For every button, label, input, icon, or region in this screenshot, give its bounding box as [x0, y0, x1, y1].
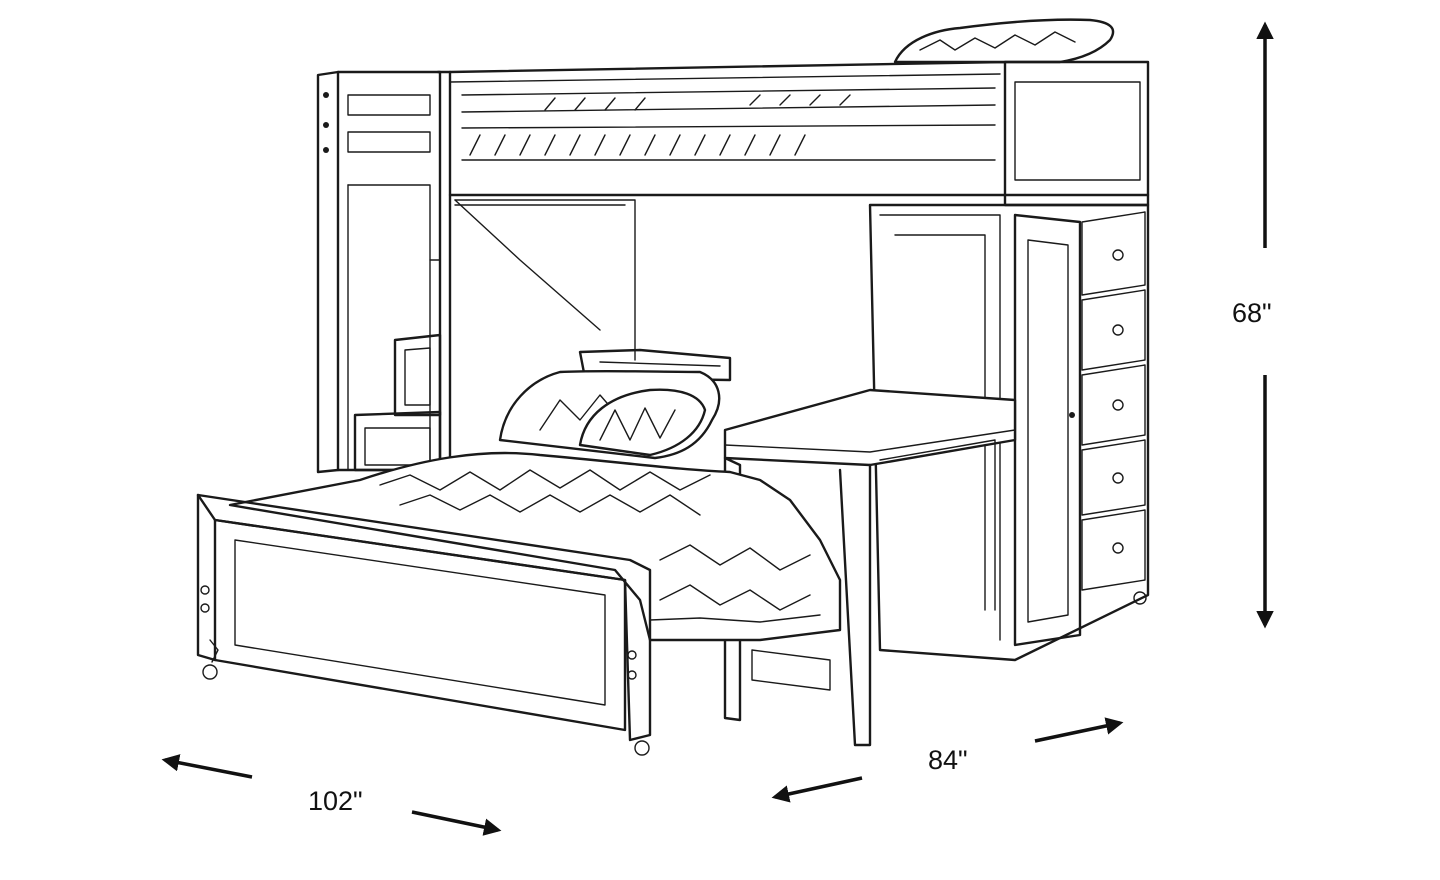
- chest-wardrobe: [868, 203, 1150, 662]
- loft-bed-frame: [316, 18, 1150, 474]
- width-arrow-right-icon: [411, 810, 502, 836]
- depth-dimension-label: 84": [928, 745, 968, 775]
- ladder-steps: [353, 259, 442, 472]
- dimension-arrows: [161, 21, 1274, 836]
- lower-bed: [196, 348, 842, 756]
- desk: [723, 388, 1017, 747]
- back-panel: [454, 199, 636, 361]
- depth-arrow-right-icon: [1034, 717, 1124, 743]
- depth-arrow-left-icon: [771, 776, 863, 803]
- width-dimension-label: 102": [308, 786, 363, 816]
- width-arrow-left-icon: [161, 754, 253, 779]
- height-dimension-label: 68": [1232, 298, 1272, 328]
